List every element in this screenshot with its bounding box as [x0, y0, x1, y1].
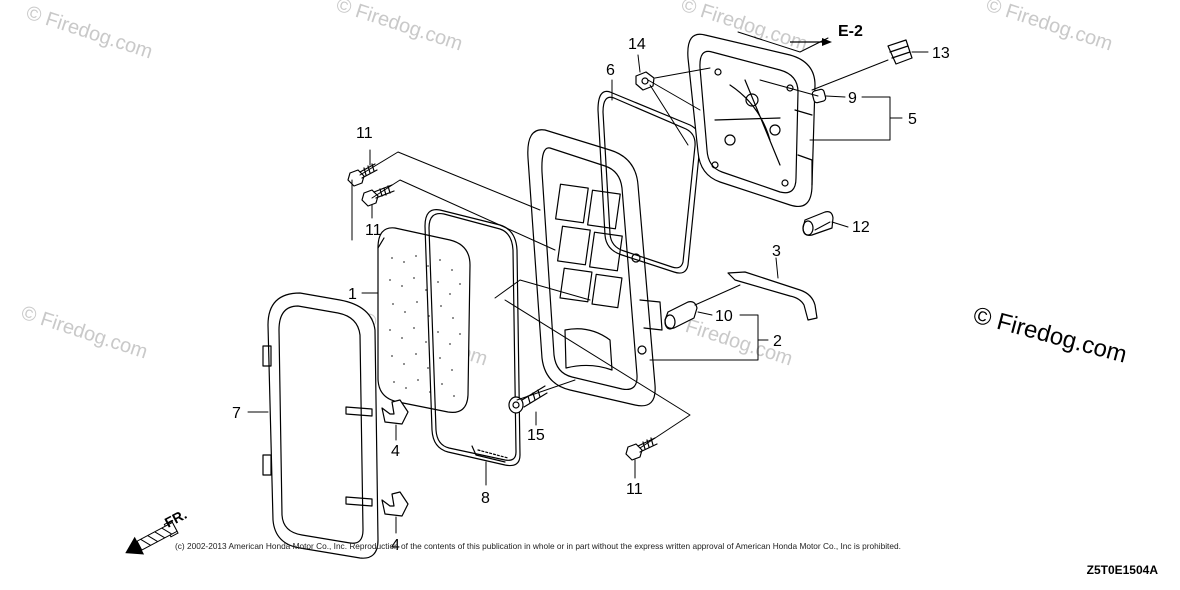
- side-mark: © Firedog.com: [970, 302, 1129, 369]
- watermark: © Firedog.com: [333, 0, 465, 55]
- callout-labels: 1 2 3 4 4 5 6 7 8 9 10 11 11 11 12 13 14…: [232, 36, 950, 554]
- callout-4: 4: [391, 537, 400, 554]
- callout-3: 3: [772, 243, 781, 260]
- leader-lines: [247, 51, 929, 534]
- cover-gasket: [424, 208, 521, 467]
- tube-12: [802, 211, 834, 236]
- watermark: © Firedog.com: [983, 0, 1115, 55]
- reference-arrow: E-2: [790, 23, 863, 46]
- callout-11: 11: [356, 125, 373, 142]
- callout-10: 10: [715, 308, 733, 325]
- air-cleaner-cover: [262, 292, 379, 559]
- callout-5: 5: [908, 111, 917, 128]
- bolt-15: [508, 385, 548, 414]
- elbow-cover: [687, 33, 816, 207]
- callout-4: 4: [391, 443, 400, 460]
- watermark: © Firedog.com: [18, 302, 150, 364]
- bolt-11-middle: [361, 184, 395, 207]
- callout-14: 14: [628, 36, 646, 53]
- callout-11: 11: [365, 222, 382, 239]
- callout-6: 6: [606, 62, 615, 79]
- front-direction-arrow: FR.: [125, 506, 189, 555]
- callout-7: 7: [232, 405, 241, 422]
- copyright-notice: (c) 2002-2013 American Honda Motor Co., …: [175, 541, 901, 551]
- callout-1: 1: [348, 286, 357, 303]
- nut-14: [635, 71, 655, 91]
- assembly-lines: [351, 31, 889, 449]
- collar-9: [811, 88, 827, 104]
- air-filter-element: [377, 227, 471, 413]
- air-cleaner-case: [527, 129, 663, 407]
- callout-8: 8: [481, 490, 490, 507]
- callout-12: 12: [852, 219, 870, 236]
- clip-4-lower: [381, 491, 409, 517]
- tube-10: [664, 301, 698, 330]
- grommet-13: [887, 39, 913, 65]
- clip-4-upper: [381, 399, 409, 425]
- callout-15: 15: [527, 427, 545, 444]
- diagram-part-code: Z5T0E1504A: [1086, 563, 1158, 577]
- callout-13: 13: [932, 45, 950, 62]
- callout-2: 2: [773, 333, 782, 350]
- callout-9: 9: [848, 90, 857, 107]
- stay-bracket: [727, 271, 818, 321]
- callout-11: 11: [626, 481, 643, 498]
- bolt-11-lower: [625, 437, 658, 461]
- watermark: © Firedog.com: [23, 2, 155, 64]
- reference-mark: E-2: [838, 23, 863, 40]
